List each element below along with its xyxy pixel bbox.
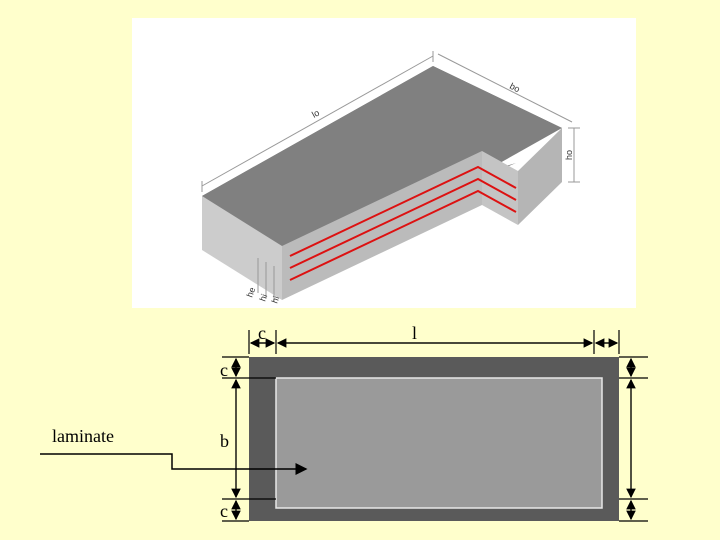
- slab-inner-face: [482, 151, 518, 225]
- label-hi-2: hi: [269, 295, 281, 305]
- slab-top-face-main: [202, 66, 562, 246]
- label-he: he: [244, 286, 257, 299]
- label-lo: lo: [310, 108, 321, 120]
- label-l: l: [412, 323, 417, 343]
- dim-line-lo: [201, 55, 434, 187]
- isometric-slab-figure: lo bo ho he hi hi: [132, 18, 636, 308]
- dim-line-bo: [437, 53, 573, 123]
- slab-front-face-left: [202, 196, 282, 300]
- top-dimension: [248, 330, 620, 354]
- section-inner-rect: [275, 377, 603, 509]
- laminate-line-2: [289, 177, 517, 269]
- laminate-line-1: [289, 165, 517, 257]
- slab-end-face: [518, 128, 562, 225]
- dimension-lines: [201, 51, 580, 302]
- left-dimension: [222, 356, 276, 522]
- label-c-left-top: c: [220, 360, 228, 380]
- laminate-layers: [289, 165, 517, 281]
- right-dimension: [619, 356, 648, 522]
- isometric-slab-svg: lo bo ho he hi hi: [201, 51, 580, 305]
- label-b: b: [220, 431, 229, 451]
- label-laminate: laminate: [52, 426, 114, 446]
- laminate-line-3: [289, 189, 517, 281]
- label-hi-1: hi: [257, 293, 269, 303]
- laminate-pointer-line: [40, 453, 308, 475]
- label-bo: bo: [508, 81, 521, 94]
- label-c-left-bottom: c: [220, 501, 228, 521]
- label-ho: ho: [564, 150, 574, 160]
- label-c-top: c: [258, 323, 266, 343]
